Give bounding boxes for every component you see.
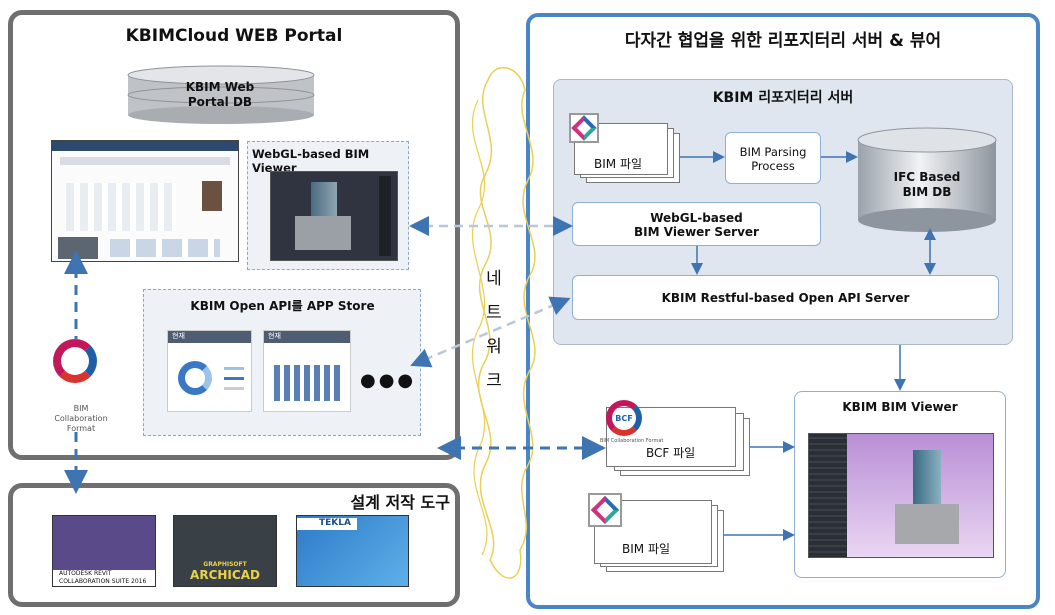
portal-db-line1: KBIM Web bbox=[185, 80, 255, 94]
network-char-2: 트 bbox=[486, 303, 502, 323]
portal-db-line2: Portal DB bbox=[187, 95, 253, 109]
tool-tekla: TEKLA bbox=[296, 515, 409, 587]
bim-viewer-server-box: WebGL-based BIM Viewer Server bbox=[572, 202, 821, 246]
tool-revit: AUTODESK REVIT COLLABORATION SUITE 2016 bbox=[52, 515, 156, 587]
bcf-file-caption: BIM Collaboration Format bbox=[600, 438, 664, 444]
network-char-3: 워 bbox=[486, 337, 502, 357]
tool-archicad: GRAPHISOFT ARCHICAD bbox=[173, 515, 277, 587]
api-card-bars: 현재 bbox=[263, 330, 351, 412]
network-label: 네 트 워 크 bbox=[479, 262, 509, 398]
network-char-1: 네 bbox=[486, 269, 502, 289]
more-apps-dots: ●●● bbox=[360, 370, 417, 391]
ifc-db-line2: BIM DB bbox=[902, 185, 952, 199]
bcf-logo-line2: Collaboration bbox=[54, 414, 108, 423]
bar-chart-icon bbox=[274, 365, 344, 401]
parsing-line2: Process bbox=[751, 159, 795, 173]
parsing-line1: BIM Parsing bbox=[739, 145, 807, 159]
bcf-logo-line1: BIM bbox=[73, 404, 89, 413]
ifc-db-label: IFC Based BIM DB bbox=[870, 170, 984, 200]
kbim-bim-viewer-title: KBIM BIM Viewer bbox=[842, 400, 958, 414]
webgl-viewer-screenshot bbox=[270, 171, 398, 261]
network-char-4: 크 bbox=[486, 371, 502, 391]
archicad-line2: ARCHICAD bbox=[190, 568, 260, 582]
bcf-logo-caption: BIM Collaboration Format bbox=[42, 404, 120, 434]
portal-screenshot bbox=[51, 140, 239, 262]
ifc-logo2-icon bbox=[588, 493, 622, 527]
tekla-label: TEKLA bbox=[297, 518, 357, 530]
ifc-db-line1: IFC Based bbox=[893, 170, 961, 184]
portal-title: KBIMCloud WEB Portal bbox=[125, 26, 343, 46]
repository-panel-title: 다자간 협업을 위한 리포지터리 서버 & 뷰어 bbox=[624, 31, 942, 51]
open-api-server-label: KBIM Restful-based Open API Server bbox=[661, 291, 910, 305]
bcf-file-label: BCF 파일 bbox=[646, 446, 696, 460]
bcf-file-logo-icon: BCF bbox=[606, 400, 642, 436]
bcf-logo-line3: Format bbox=[66, 424, 96, 433]
revit-line2: COLLABORATION SUITE 2016 bbox=[59, 578, 147, 585]
bcf-logo-icon bbox=[53, 339, 97, 383]
bim-file-label: BIM 파일 bbox=[594, 157, 643, 171]
api-card-donut: 현재 bbox=[167, 330, 252, 412]
viewer-server-line1: WebGL-based bbox=[650, 211, 743, 225]
archicad-line1: GRAPHISOFT bbox=[203, 561, 247, 568]
bim-parsing-box: BIM Parsing Process bbox=[725, 132, 821, 184]
portal-db-label: KBIM Web Portal DB bbox=[150, 80, 290, 110]
api-card2-head: 현재 bbox=[264, 331, 350, 343]
revit-line1: AUTODESK REVIT bbox=[59, 570, 112, 577]
design-tools-title: 설계 저작 도구 bbox=[350, 493, 450, 512]
open-api-server-box: KBIM Restful-based Open API Server bbox=[572, 275, 999, 320]
kbim-bim-viewer-screenshot bbox=[808, 433, 994, 558]
open-api-title: KBIM Open API를 APP Store bbox=[190, 299, 375, 313]
repository-server-title: KBIM 리포지터리 서버 bbox=[712, 90, 854, 106]
viewer-server-line2: BIM Viewer Server bbox=[634, 225, 759, 239]
donut-chart-icon bbox=[178, 361, 212, 395]
ifc-logo-icon bbox=[569, 113, 599, 143]
bcf-file-logo-text: BCF bbox=[615, 414, 633, 423]
api-card1-head: 현재 bbox=[168, 331, 251, 343]
bim-file2-label: BIM 파일 bbox=[622, 542, 671, 556]
